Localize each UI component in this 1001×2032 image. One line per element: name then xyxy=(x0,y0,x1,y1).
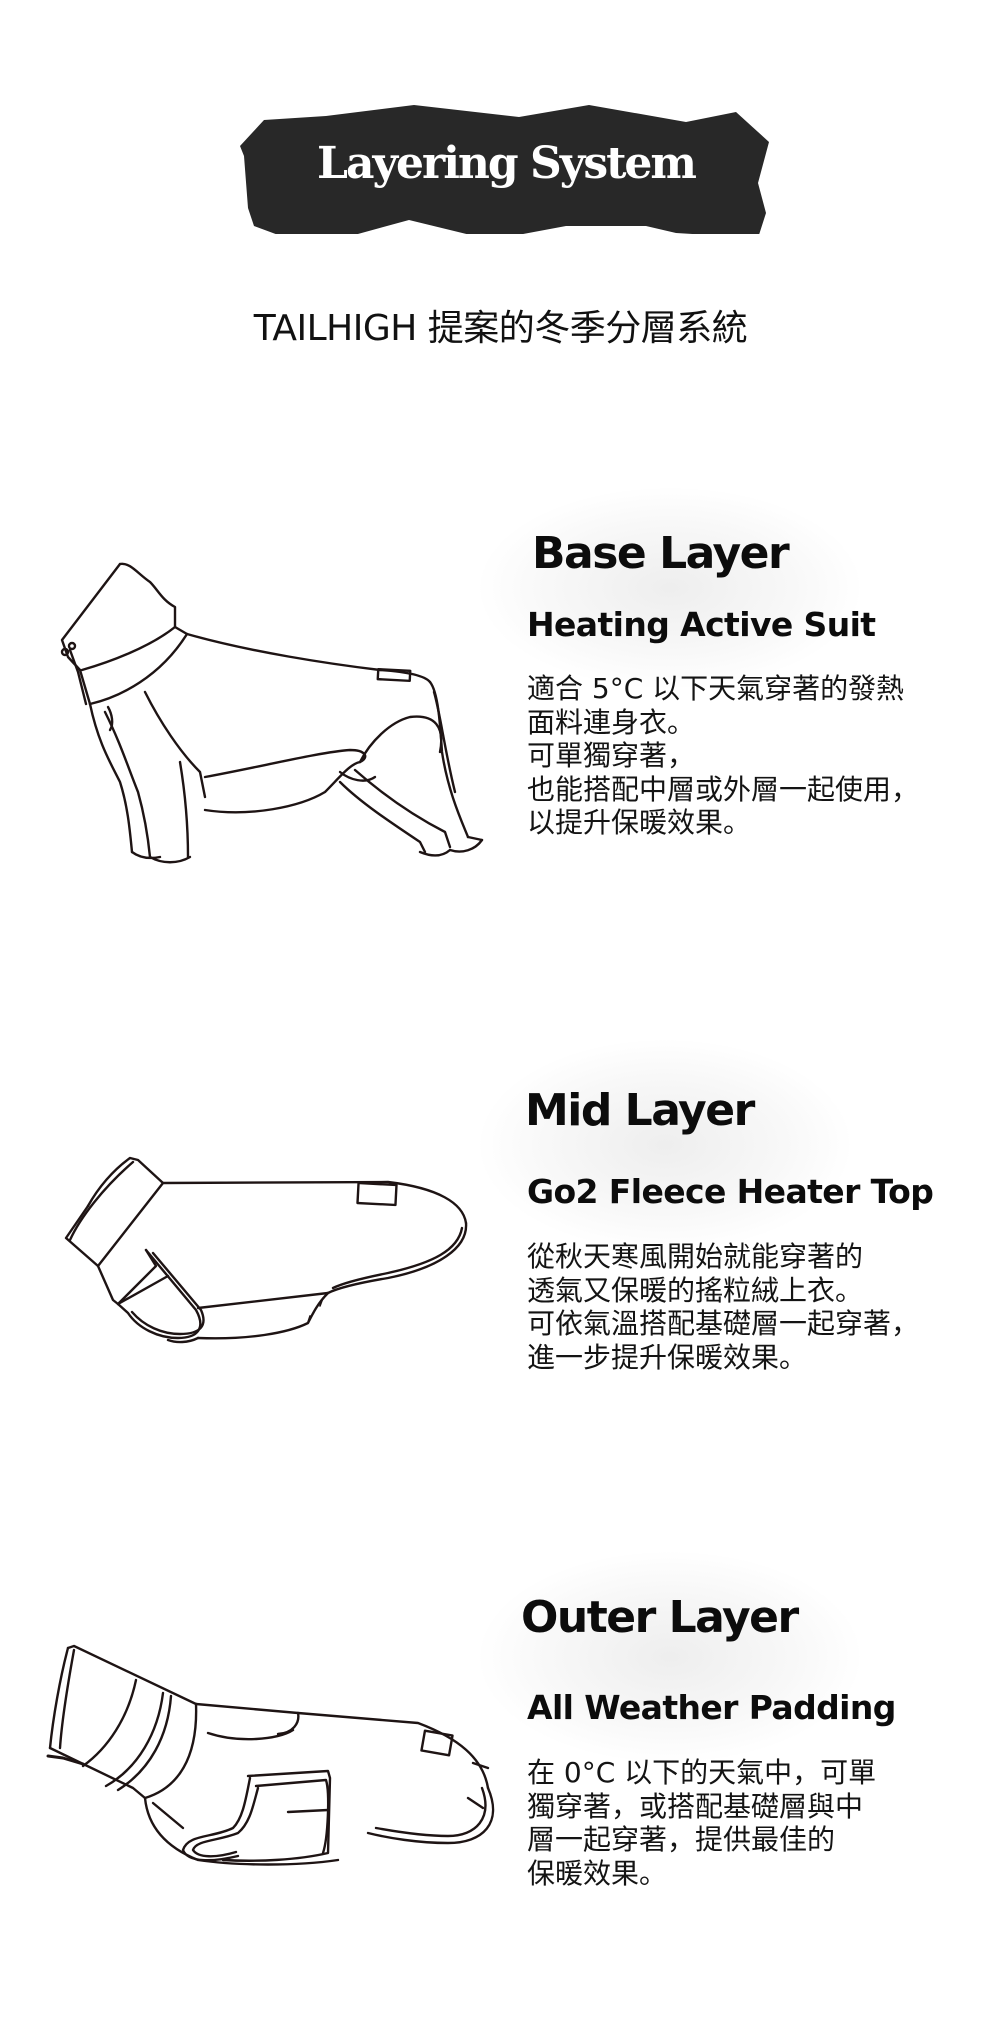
product-description: 在 0°C 以下的天氣中，可單 獨穿著，或搭配基礎層與中 層一起穿著，提供最佳的… xyxy=(527,1756,876,1890)
product-name: All Weather Padding xyxy=(527,1688,896,1727)
fleece-heater-top-illustration xyxy=(64,1156,468,1344)
description-line: 獨穿著，或搭配基礎層與中 xyxy=(527,1789,864,1823)
description-line: 從秋天寒風開始就能穿著的 xyxy=(527,1240,864,1273)
description-line: 適合 5°C 以下天氣穿著的發熱 xyxy=(527,672,905,705)
title-banner: Layering System xyxy=(236,98,776,234)
description-line: 保暖效果。 xyxy=(527,1856,668,1890)
description-line: 可單獨穿著， xyxy=(527,739,696,772)
layer-title: Base Layer xyxy=(532,528,790,579)
description-line: 也能搭配中層或外層一起使用， xyxy=(527,772,920,806)
description-line: 面料連身衣。 xyxy=(527,705,696,739)
layer-title: Mid Layer xyxy=(525,1085,755,1136)
page-title: Layering System xyxy=(317,138,697,189)
heating-active-suit-illustration xyxy=(60,562,484,864)
description-line: 層一起穿著，提供最佳的 xyxy=(527,1823,836,1856)
heading-glow xyxy=(480,1552,860,1762)
jagged-banner-shape xyxy=(240,105,769,234)
page-subtitle: TAILHIGH 提案的冬季分層系統 xyxy=(253,308,748,349)
description-line: 以提升保暖效果。 xyxy=(527,806,752,839)
heading-glow xyxy=(480,1040,850,1250)
description-line: 可依氣溫搭配基礎層一起穿著， xyxy=(527,1307,920,1340)
product-name: Go2 Fleece Heater Top xyxy=(527,1172,934,1211)
description-line: 透氣又保暖的搖粒絨上衣。 xyxy=(527,1273,864,1307)
description-line: 在 0°C 以下的天氣中，可單 xyxy=(527,1756,877,1789)
heading-glow xyxy=(480,488,860,688)
product-description: 從秋天寒風開始就能穿著的 透氣又保暖的搖粒絨上衣。 可依氣溫搭配基礎層一起穿著，… xyxy=(527,1240,919,1374)
layer-title: Outer Layer xyxy=(521,1592,799,1643)
description-line: 進一步提升保暖效果。 xyxy=(527,1340,808,1374)
product-description: 適合 5°C 以下天氣穿著的發熱 面料連身衣。 可單獨穿著， 也能搭配中層或外層… xyxy=(527,672,919,840)
all-weather-padding-illustration xyxy=(46,1644,495,1866)
product-name: Heating Active Suit xyxy=(527,605,876,644)
